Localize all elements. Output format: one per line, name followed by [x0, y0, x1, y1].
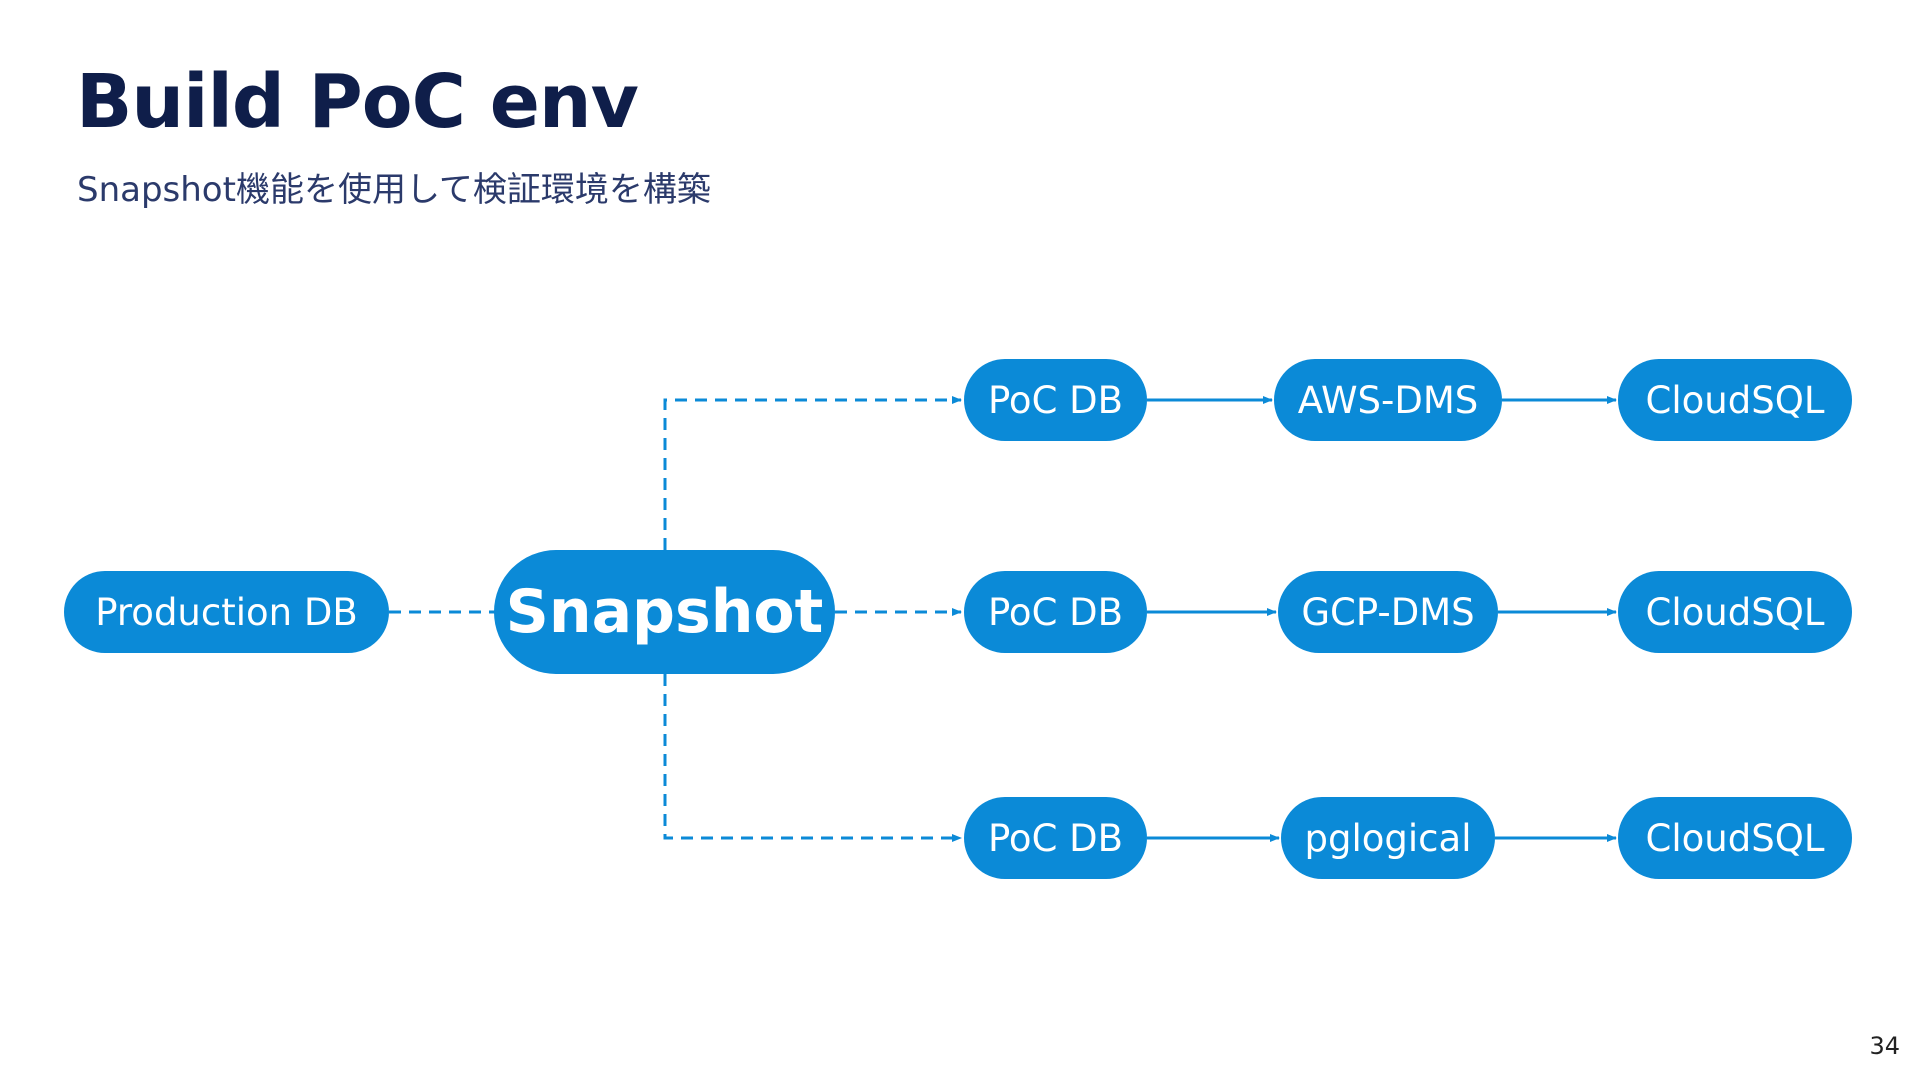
page-number: 34 — [1869, 1032, 1900, 1060]
slide-subtitle: Snapshot機能を使用して検証環境を構築 — [77, 170, 711, 210]
node-migration-1: AWS-DMS — [1274, 359, 1502, 441]
node-snapshot: Snapshot — [494, 550, 835, 674]
node-target-2: CloudSQL — [1618, 571, 1852, 653]
connector-snapshot-to-poc-1 — [663, 396, 962, 550]
node-target-3: CloudSQL — [1618, 797, 1852, 879]
slide-title: Build PoC env — [76, 59, 639, 145]
node-migration-2: GCP-DMS — [1278, 571, 1498, 653]
node-poc-db-1: PoC DB — [964, 359, 1147, 441]
connector-snapshot-to-poc-3 — [663, 674, 962, 842]
node-production-db: Production DB — [64, 571, 389, 653]
node-migration-3: pglogical — [1281, 797, 1495, 879]
node-target-1: CloudSQL — [1618, 359, 1852, 441]
node-poc-db-3: PoC DB — [964, 797, 1147, 879]
node-poc-db-2: PoC DB — [964, 571, 1147, 653]
